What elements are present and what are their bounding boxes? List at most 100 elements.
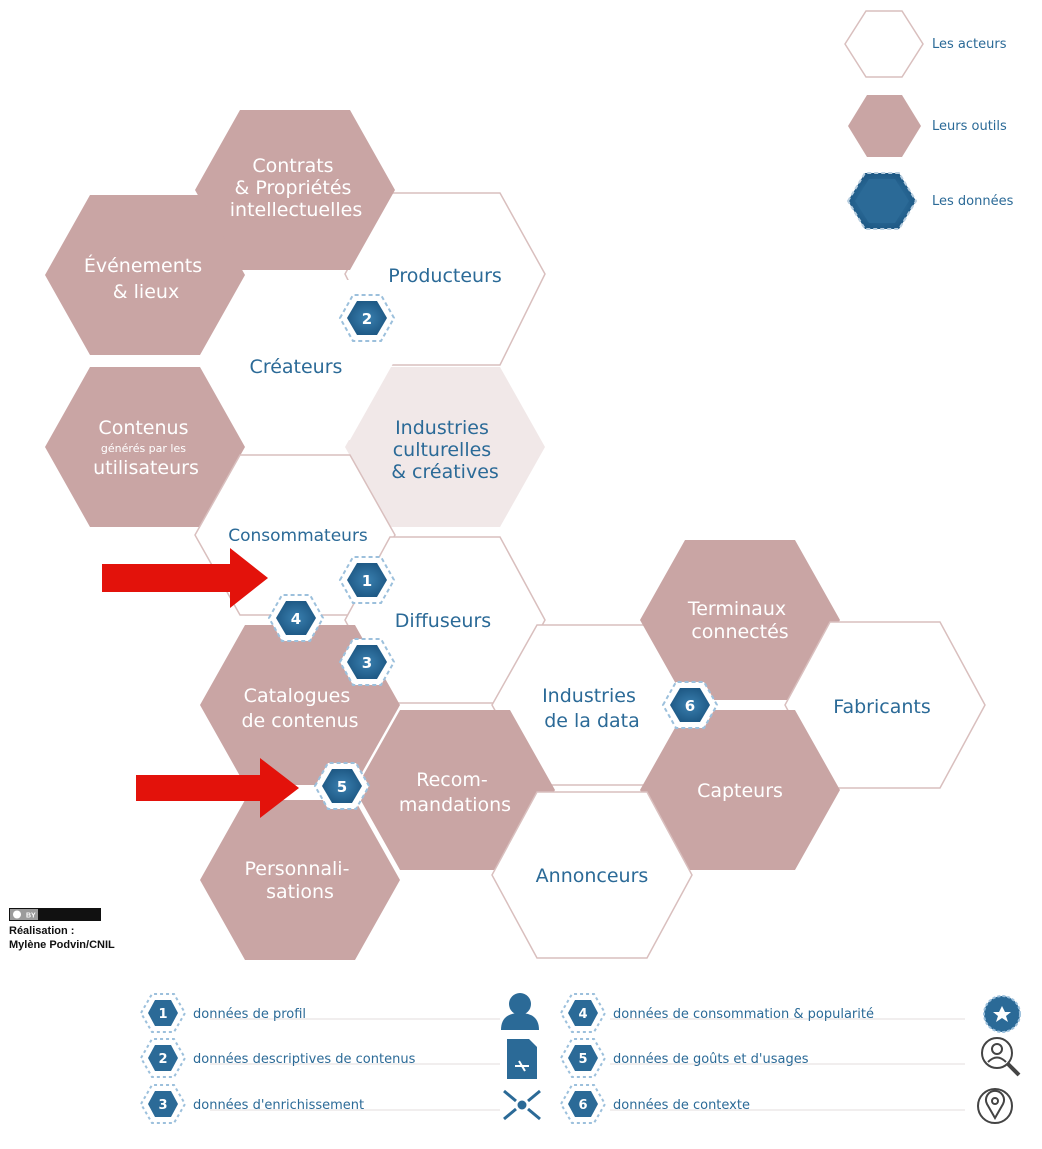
hex-contenus: Contenus générés par les utilisateurs	[45, 367, 245, 527]
legend-number: 4	[578, 1007, 587, 1022]
hex-label-line: mandations	[399, 794, 511, 816]
hex-label-line: sations	[266, 881, 334, 903]
enrichment-arrows-icon	[503, 1089, 541, 1121]
hex-label-line: Terminaux	[687, 598, 786, 620]
hex-fabricants: Fabricants	[784, 621, 986, 789]
hex-label-line: Industries	[542, 685, 636, 707]
hex-recommandations: Recom- mandations	[355, 710, 555, 870]
hex-producteurs: Producteurs	[344, 192, 546, 366]
svg-text:Diffuseurs: Diffuseurs	[395, 610, 491, 632]
legend-label: données de goûts et d'usages	[613, 1052, 809, 1067]
hex-terminaux: Terminaux connectés	[640, 540, 840, 700]
svg-text:Événements & lieux: Événements & lieux	[84, 254, 208, 303]
red-arrow-icon	[102, 548, 268, 608]
hex-label-line: & lieux	[113, 281, 179, 303]
badge-number: 2	[362, 310, 372, 328]
hex-label-line: Industries	[395, 417, 489, 439]
hex-industries-culturelles: Industries culturelles & créatives	[345, 367, 545, 527]
svg-text:Recom- mandations: Recom- mandations	[399, 769, 511, 816]
badge-number: 1	[362, 572, 372, 590]
credit-line: Mylène Podvin/CNIL	[9, 939, 115, 951]
hex-label-line: Catalogues	[244, 685, 351, 707]
popularity-badge-icon	[983, 995, 1021, 1033]
hex-label-line: Diffuseurs	[395, 610, 491, 632]
svg-text:Annonceurs: Annonceurs	[536, 865, 649, 887]
legend-label: données de profil	[193, 1007, 306, 1022]
hex-label-line: & créatives	[391, 461, 499, 483]
location-pin-icon	[977, 1088, 1013, 1124]
svg-text:Industries culturelles: Industries culturelles & créatives	[391, 417, 499, 483]
svg-text:Contenus générés par les: Contenus générés par les utilisateurs	[93, 417, 199, 479]
svg-text:Industries de la data: Industries de la data	[542, 685, 642, 732]
data-badge-3: 3	[338, 638, 396, 686]
hex-label-line: Consommateurs	[228, 526, 368, 546]
hex-annonceurs: Annonceurs	[491, 791, 693, 959]
user-profile-icon	[501, 993, 539, 1030]
data-badge-2: 2	[338, 294, 396, 342]
legend-number: 3	[158, 1098, 167, 1113]
legend-label: données descriptives de contenus	[193, 1052, 416, 1067]
hex-contrats: Contrats & Propriétés intellectuelles	[195, 110, 395, 270]
hex-capteurs: Capteurs	[640, 710, 840, 870]
hex-label-line: Capteurs	[697, 780, 783, 802]
badge-number: 6	[685, 697, 695, 715]
license-label: BY	[26, 913, 36, 920]
legend-number: 5	[578, 1052, 587, 1067]
legend-item-2: 2 données descriptives de contenus	[139, 1038, 537, 1079]
data-legend: 1 données de profil 2 données descriptiv…	[139, 993, 1021, 1124]
hex-label-line: connectés	[691, 621, 788, 643]
svg-text:Capteurs: Capteurs	[697, 780, 783, 802]
legend-number: 2	[158, 1052, 167, 1067]
data-badge-6: 6	[661, 681, 719, 729]
svg-text:Personnali- sations: Personnali- sations	[245, 858, 356, 903]
legend-label: données de consommation & popularité	[613, 1007, 874, 1022]
hex-evenements: Événements & lieux	[45, 195, 245, 355]
hex-industries-data: Industries de la data	[491, 624, 693, 786]
hex-label-line: intellectuelles	[230, 199, 362, 221]
legend-item-3: 3 données d'enrichissement	[139, 1084, 541, 1124]
svg-text:Catalogues de contenus: Catalogues de contenus	[241, 685, 358, 732]
hex-diffuseurs: Diffuseurs	[344, 536, 546, 704]
cc-license-badge: BY	[9, 908, 101, 921]
legend-data-badge	[846, 172, 918, 230]
hex-label-line: & Propriétés	[235, 177, 352, 199]
hex-label-line: utilisateurs	[93, 457, 199, 479]
svg-text:Consommateurs: Consommateurs	[228, 526, 368, 546]
legend-actors-label: Les acteurs	[932, 37, 1007, 52]
svg-text:Contrats & Propriétés: Contrats & Propriétés intellectuelles	[230, 155, 362, 221]
data-badge-4: 4	[267, 594, 325, 642]
hex-label-line: Contenus	[98, 417, 188, 439]
hex-label-line: générés par les	[101, 442, 186, 455]
type-legend: Les acteurs Leurs outils Les données	[844, 10, 1014, 230]
legend-actor-hex	[844, 10, 924, 78]
hex-label-line: Producteurs	[388, 265, 502, 287]
hex-label-line: Événements	[84, 254, 202, 277]
hex-label-line: Annonceurs	[536, 865, 649, 887]
legend-tool-hex	[848, 95, 921, 157]
svg-text:Producteurs: Producteurs	[388, 265, 502, 287]
badge-number: 3	[362, 654, 372, 672]
hex-label-line: Personnali-	[245, 858, 350, 880]
data-badge-5: 5	[313, 762, 371, 810]
legend-item-4: 4 données de consommation & popularité	[559, 993, 1021, 1033]
red-arrow-icon	[136, 758, 299, 818]
svg-text:Terminaux connectés: Terminaux connectés	[687, 598, 792, 643]
media-file-icon	[507, 1039, 537, 1079]
hex-label-line: Recom-	[416, 769, 487, 791]
svg-text:Fabricants: Fabricants	[833, 696, 930, 718]
legend-data-label: Les données	[932, 194, 1014, 209]
legend-item-5: 5 données de goûts et d'usages	[559, 1037, 1021, 1078]
legend-item-1: 1 données de profil	[139, 993, 539, 1033]
badge-number: 4	[291, 610, 301, 628]
data-badge-1: 1	[338, 556, 396, 604]
legend-number: 6	[578, 1098, 587, 1113]
hex-label-line: Contrats	[252, 155, 333, 177]
badge-number: 5	[337, 778, 347, 796]
user-search-icon	[981, 1037, 1021, 1077]
legend-item-6: 6 données de contexte	[559, 1084, 1013, 1124]
hex-label-line: Fabricants	[833, 696, 930, 718]
legend-number: 1	[158, 1007, 167, 1022]
hex-personnalisations: Personnali- sations	[200, 800, 400, 960]
svg-text:Créateurs: Créateurs	[250, 356, 343, 378]
